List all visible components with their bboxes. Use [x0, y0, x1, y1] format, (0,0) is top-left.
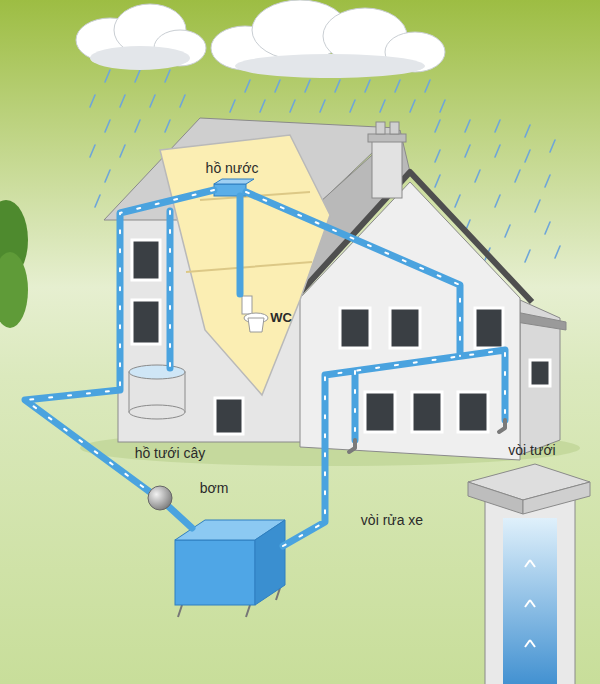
chimney [372, 140, 402, 198]
window [365, 392, 395, 432]
house-roof [516, 312, 566, 330]
storage-tank [175, 520, 285, 617]
part-label: vòi rửa xe [361, 512, 423, 528]
well-shaft [485, 498, 575, 684]
pipe [25, 190, 505, 546]
toilet [242, 296, 252, 314]
floor-line [186, 192, 312, 272]
window [215, 398, 243, 434]
clouds [76, 0, 445, 78]
chimney-pot [376, 122, 385, 134]
window [390, 308, 420, 348]
chimney-pot [390, 122, 399, 134]
window [530, 360, 550, 386]
part-label: bơm [200, 480, 229, 496]
window [340, 308, 370, 348]
room-label: WC [270, 311, 292, 326]
window [412, 392, 442, 432]
cutaway-interior [160, 135, 330, 395]
barrel [129, 405, 185, 419]
well-cover [468, 482, 523, 514]
cloud [90, 46, 190, 70]
tree [0, 200, 28, 328]
windows [132, 240, 550, 434]
part-label: hồ tưới cây [135, 445, 206, 461]
cloud [235, 54, 425, 78]
pump-body [148, 486, 172, 510]
pipes [25, 190, 505, 546]
garden-barrel [129, 365, 185, 419]
tank [255, 520, 285, 605]
toilet [248, 318, 264, 332]
cutaway [160, 135, 330, 395]
window [132, 300, 160, 344]
pipe-flow-marks [25, 190, 505, 546]
window [458, 392, 488, 432]
part-label: vòi tưới [508, 442, 555, 458]
pump [148, 486, 172, 510]
tank [175, 540, 255, 605]
window [132, 240, 160, 280]
tank-label: hồ nước [206, 160, 259, 176]
well-water [503, 518, 557, 684]
tree-crown [0, 252, 28, 328]
roof-edge [288, 172, 532, 306]
flow-arrow [525, 560, 535, 647]
well-cover [523, 482, 590, 514]
well [468, 464, 590, 684]
window [475, 308, 503, 348]
chimney-cap [368, 134, 406, 142]
barrel-top [129, 365, 185, 379]
faucet [349, 420, 505, 452]
roof-tank [214, 179, 254, 184]
